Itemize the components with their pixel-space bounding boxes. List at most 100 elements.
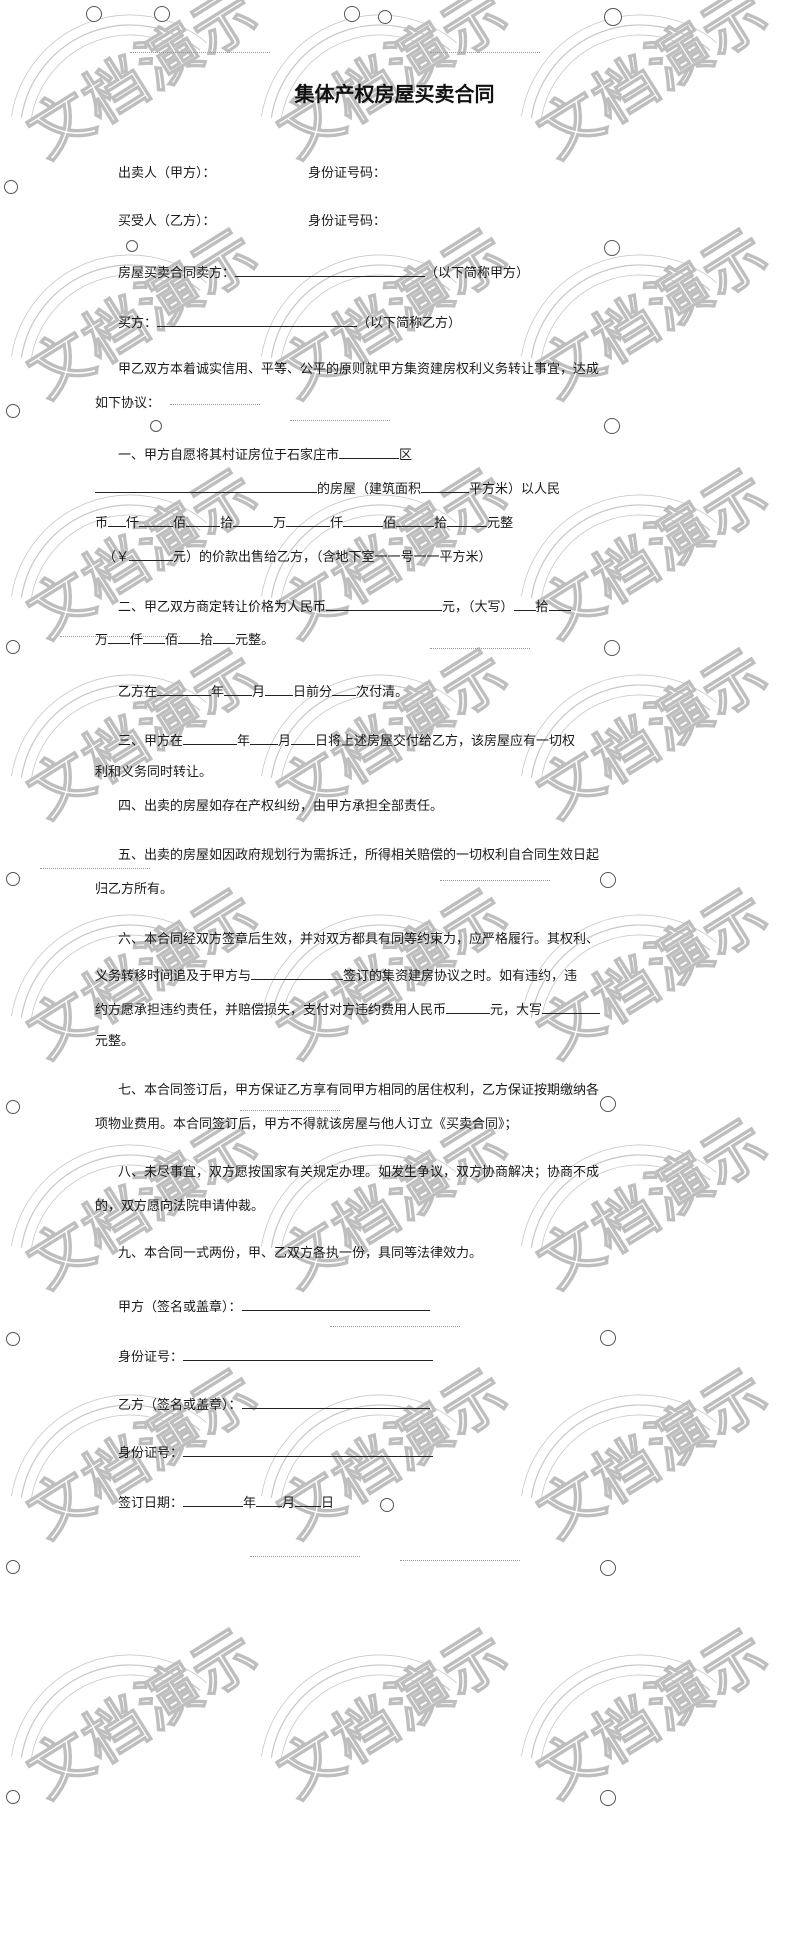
buyer-id-line: 身份证号码： [308,214,386,230]
contract-buyer-label: 买方： [118,316,158,331]
watermark-ring-icon [11,14,207,120]
unit-bi: 币 [95,516,109,531]
clause2-text-a: 二、甲乙双方商定转让价格为人民币 [118,600,327,615]
clause5-line-b: 归乙方所有。 [95,882,174,897]
payment-text: 乙方在 [118,685,158,700]
yen-prefix: （￥ [103,550,130,565]
unit-yuan: 元整 [487,516,514,531]
id-b-blank[interactable] [183,1443,434,1457]
unit: 元整。 [235,633,275,648]
decorative-circle [604,240,620,256]
watermark-text: 文档演示 [525,1104,782,1303]
document-title: 集体产权房屋买卖合同 [294,82,495,106]
decorative-circle [344,6,360,22]
id-a-blank[interactable] [183,1347,434,1361]
price-blank[interactable] [326,597,443,611]
clause8-line-a: 八、未尽事宜，双方愿按国家有关规定办理。如发生争议，双方协商解决；协商不成 [118,1165,600,1180]
area-blank[interactable] [421,479,470,493]
watermark-text: 文档演示 [525,634,782,833]
blank[interactable] [139,513,174,527]
district-blank[interactable] [339,445,400,459]
watermark-stamp: 文档演示 [250,634,522,870]
year-label: 年 [211,685,225,700]
unit-shi-2: 拾 [434,516,448,531]
contract-buyer-blank[interactable] [157,313,358,327]
decorative-dotted-line [40,868,150,869]
blank[interactable] [233,513,274,527]
blank[interactable] [343,513,384,527]
watermark-text: 文档演示 [525,214,782,413]
decorative-dotted-line [400,1560,520,1561]
decorative-circle [154,6,170,22]
blank[interactable] [186,513,221,527]
unit-qian-2: 仟 [330,516,344,531]
id-a-label: 身份证号： [118,1350,184,1365]
watermark-ring-icon [261,1654,457,1760]
sign-month-blank[interactable] [256,1493,283,1507]
blank[interactable] [548,597,571,611]
sign-date-label: 签订日期： [118,1496,184,1511]
month-blank[interactable] [224,682,253,696]
contract-seller-blank[interactable] [235,263,426,277]
blank[interactable] [286,513,331,527]
decorative-circle [126,240,138,252]
clause1-line-c: 币仟佰拾万仟佰拾元整 [95,513,513,532]
year-blank[interactable] [157,682,212,696]
watermark-text: 文档演示 [525,454,782,653]
unit: 仟 [130,633,144,648]
watermark-ring-icon [11,1654,207,1760]
sign-year-blank[interactable] [183,1493,244,1507]
unit: 佰 [165,633,179,648]
clause1-line-a: 一、甲方自愿将其村证房位于石家庄市区 [118,445,412,464]
sign-day-label: 日 [321,1496,335,1511]
clause6-text-b2: 签订的集资建房协议之时。如有违约，违 [343,969,578,984]
sign-day-blank[interactable] [295,1493,322,1507]
decorative-circle [4,180,18,194]
party-blank[interactable] [251,966,344,980]
party-b-sign-blank[interactable] [241,1395,430,1409]
watermark-text: 文档演示 [265,214,522,413]
sign-date-line: 签订日期：年月日 [118,1493,334,1512]
contract-seller-label: 房屋买卖合同卖方： [118,266,236,281]
party-a-sign-line: 甲方（签名或盖章）： [118,1297,430,1316]
year-blank[interactable] [183,731,238,745]
decorative-circle [6,1560,20,1574]
watermark-stamp: 文档演示 [510,1614,782,1850]
installment-blank[interactable] [332,682,357,696]
watermark-ring-icon [11,674,207,780]
blank[interactable] [396,513,435,527]
day-blank[interactable] [265,682,294,696]
blank[interactable] [108,513,127,527]
clause3-line-b: 利和义务同时转让。 [95,765,213,780]
buyer-line: 买受人（乙方）： [118,214,216,230]
decorative-circle [6,640,20,654]
address-blank[interactable] [95,479,317,493]
contract-buyer-line: 买方：（以下简称乙方） [118,313,461,332]
buyer-label: 买受人（乙方）： [118,214,216,229]
blank[interactable] [447,513,488,527]
watermark-ring-icon [521,14,717,120]
penalty-upper-blank[interactable] [542,1000,601,1014]
watermark-stamp: 文档演示 [510,634,782,870]
watermark-ring-icon [521,1394,717,1500]
decorative-circle [150,420,162,432]
day-blank[interactable] [291,731,316,745]
blank[interactable] [108,630,131,644]
penalty-blank[interactable] [446,1000,491,1014]
unit: 万 [95,633,109,648]
clause2-unit-shi: 拾 [535,600,549,615]
decorative-dotted-line [250,1556,360,1557]
decorative-circle [604,8,622,26]
party-a-sign-label: 甲方（签名或盖章）： [118,1300,242,1315]
blank[interactable] [178,630,201,644]
price-upper-blank[interactable] [513,597,536,611]
watermark-text: 文档演示 [265,1614,522,1813]
clause6-line-a: 六、本合同经双方签章后生效，并对双方都具有同等约束力，应严格履行。其权利、 [118,932,600,947]
watermark-stamp: 文档演示 [250,0,522,210]
party-a-sign-blank[interactable] [241,1297,430,1311]
blank[interactable] [143,630,166,644]
decorative-dotted-line [170,404,260,405]
blank[interactable] [213,630,236,644]
price-number-blank[interactable] [129,547,174,561]
month-blank[interactable] [250,731,279,745]
